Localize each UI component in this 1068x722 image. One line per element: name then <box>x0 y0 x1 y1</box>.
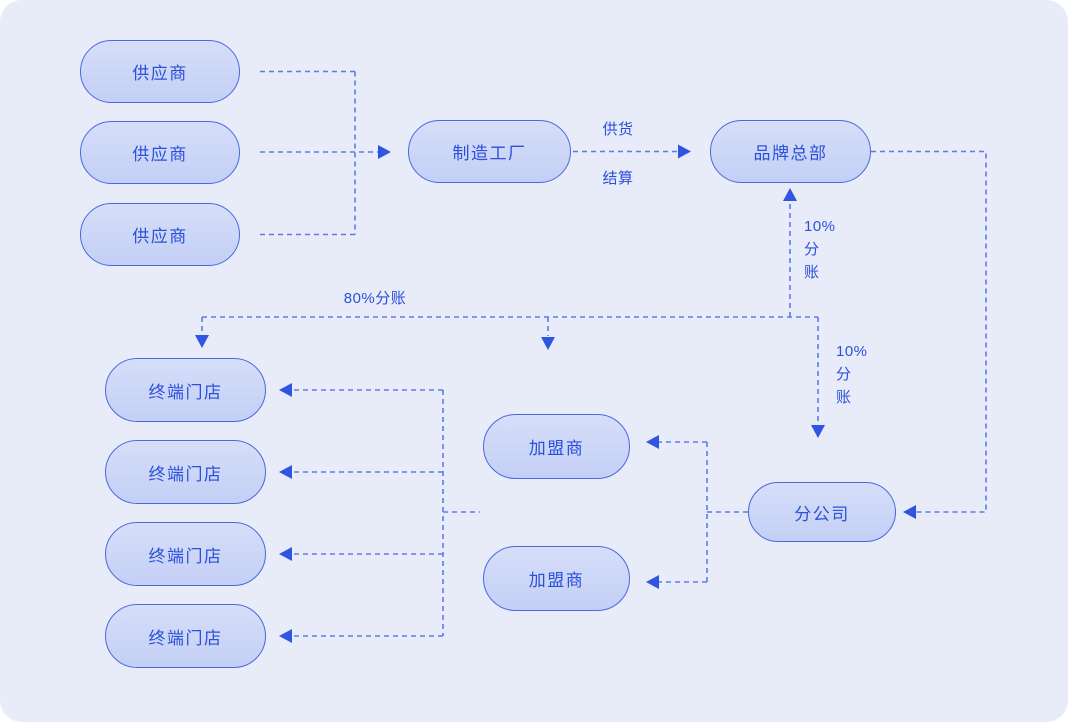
edge-split10-up-to-brandhq <box>783 188 797 317</box>
edge-brandhq-to-branch <box>871 150 987 519</box>
node-store-4: 终端门店 <box>105 604 266 668</box>
node-brand-hq: 品牌总部 <box>710 120 871 183</box>
node-branch-company-label: 分公司 <box>794 504 850 524</box>
node-supplier-2-label: 供应商 <box>132 145 188 164</box>
edge-to-store4 <box>279 629 443 643</box>
node-brand-hq-label: 品牌总部 <box>753 144 828 163</box>
node-supplier-3-label: 供应商 <box>132 227 188 246</box>
node-factory-label: 制造工厂 <box>452 144 527 163</box>
edge-to-store1 <box>279 383 443 397</box>
edge-suppliers-to-factory <box>260 145 391 159</box>
node-store-4-label: 终端门店 <box>148 628 223 648</box>
node-branch-company: 分公司 <box>748 482 896 542</box>
node-factory: 制造工厂 <box>408 120 571 183</box>
node-supplier-1: 供应商 <box>80 40 240 103</box>
edge-to-franchisee2 <box>646 575 707 589</box>
node-supplier-2: 供应商 <box>80 121 240 184</box>
edge-to-franchisee1 <box>646 435 707 449</box>
edge-split80-to-franchisees <box>541 317 555 350</box>
edge-label-split-10-up: 10% 分 账 <box>804 218 836 281</box>
node-store-1-label: 终端门店 <box>148 382 223 402</box>
edge-to-store2 <box>279 465 443 479</box>
edge-label-settlement: 结算 <box>602 170 634 187</box>
edge-factory-to-brandhq <box>573 144 691 159</box>
node-franchisee-1: 加盟商 <box>483 414 630 479</box>
edge-label-supply: 供货 <box>602 121 634 138</box>
node-supplier-1-label: 供应商 <box>132 64 188 83</box>
node-franchisee-2: 加盟商 <box>483 546 630 611</box>
node-store-2: 终端门店 <box>105 440 266 504</box>
edge-split10-down-to-branch <box>811 317 825 438</box>
node-store-1: 终端门店 <box>105 358 266 422</box>
node-supplier-3: 供应商 <box>80 203 240 266</box>
node-store-2-label: 终端门店 <box>148 464 223 484</box>
edge-to-store3 <box>279 547 443 561</box>
node-franchisee-2-label: 加盟商 <box>528 571 585 590</box>
node-store-3-label: 终端门店 <box>148 546 223 566</box>
edge-split80-to-stores <box>195 317 209 348</box>
node-franchisee-1-label: 加盟商 <box>528 439 585 458</box>
node-store-3: 终端门店 <box>105 522 266 586</box>
edge-label-split-10-down: 10% 分 账 <box>836 343 868 406</box>
edge-label-split-80: 80%分账 <box>343 290 407 307</box>
